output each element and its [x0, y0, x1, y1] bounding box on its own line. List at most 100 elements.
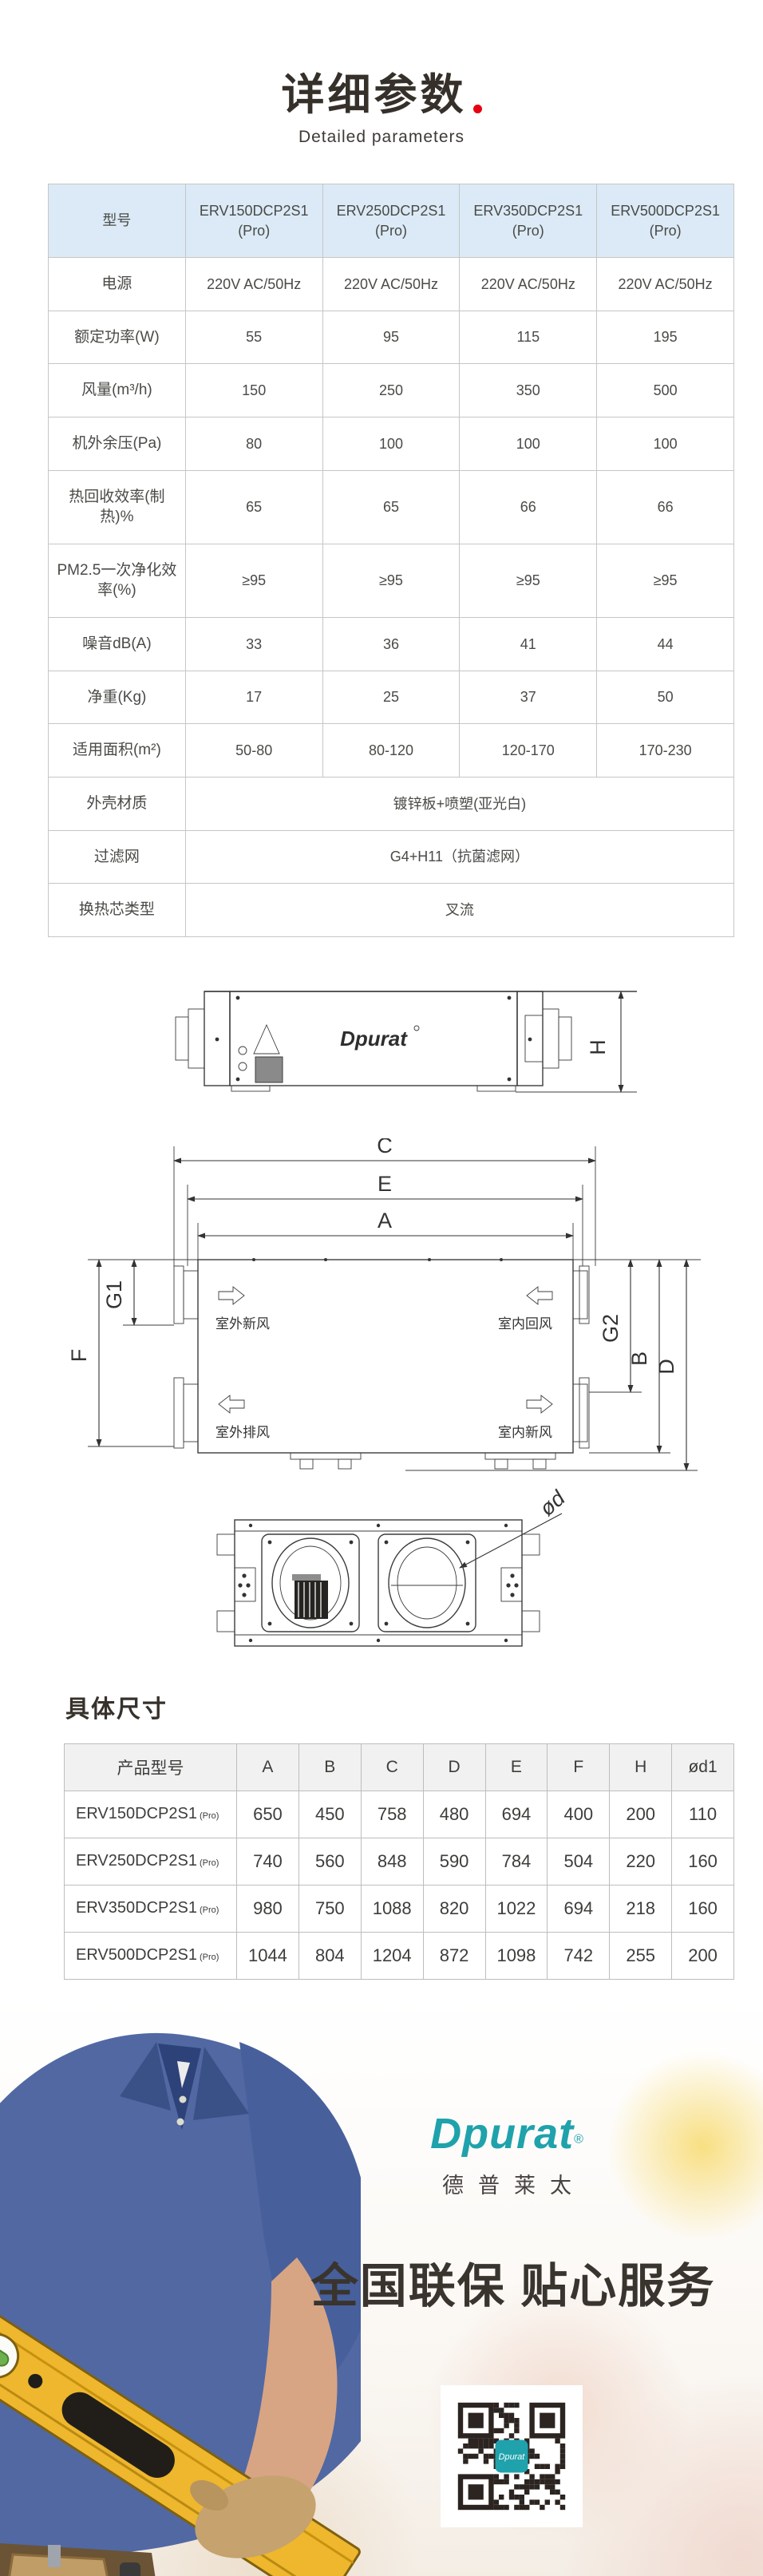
dims-value: 110: [671, 1790, 734, 1838]
dims-header: D: [422, 1743, 486, 1791]
dim-label-g1: G1: [102, 1280, 126, 1309]
dims-header: E: [484, 1743, 548, 1791]
dims-value: 820: [422, 1884, 486, 1933]
dim-label-od: ød: [535, 1486, 570, 1521]
dim-label-d: D: [654, 1359, 678, 1375]
dim-label-e: E: [378, 1172, 392, 1196]
spec-row: 外壳材质镀锌板+喷塑(亚光白): [48, 777, 735, 831]
dim-label-c: C: [377, 1138, 393, 1157]
dims-header: F: [547, 1743, 611, 1791]
spec-value: 220V AC/50Hz: [596, 257, 734, 311]
dims-header: A: [236, 1743, 299, 1791]
spec-row: PM2.5一次净化效率(%)≥95≥95≥95≥95: [48, 543, 734, 619]
spec-row-label: 外壳材质: [48, 777, 186, 831]
dim-label-a: A: [378, 1209, 392, 1233]
spec-value: 50-80: [184, 723, 323, 778]
spec-value: 66: [459, 469, 598, 544]
spec-value: 65: [322, 469, 461, 544]
spec-row-label: 风量(m³/h): [48, 363, 186, 417]
dims-model: ERV250DCP2S1 (Pro): [64, 1837, 237, 1886]
spec-value: 17: [184, 670, 323, 725]
spec-value: 250: [322, 363, 461, 417]
spec-value: 115: [459, 310, 598, 365]
spec-row-label: 电源: [48, 257, 186, 311]
spec-value: 150: [184, 363, 323, 417]
dims-value: 200: [671, 1931, 734, 1980]
spec-value: 50: [596, 670, 734, 725]
dims-value: 694: [547, 1884, 611, 1933]
dim-label-b: B: [627, 1351, 651, 1366]
spec-value: 36: [322, 617, 461, 671]
spec-row-label: 适用面积(m²): [48, 723, 186, 778]
spec-value: 55: [184, 310, 323, 365]
drawing-logo-text: Dpurat: [340, 1027, 408, 1051]
spec-value: 195: [596, 310, 734, 365]
dims-value: 848: [360, 1837, 424, 1886]
dims-value: 650: [236, 1790, 299, 1838]
fan-triangle-mark: [253, 1023, 280, 1055]
dims-value: 480: [422, 1790, 486, 1838]
dims-value: 504: [547, 1837, 611, 1886]
dims-value: 450: [298, 1790, 362, 1838]
service-slogan: 全国联保 贴心服务: [310, 2259, 716, 2313]
spec-row-label: 净重(Kg): [48, 670, 186, 725]
spec-header-label: 型号: [48, 184, 186, 258]
dim-label-g2: G2: [599, 1314, 623, 1343]
drawing-end-view: ød: [216, 1486, 570, 1647]
flow-arrow-top-left: [218, 1286, 245, 1305]
spec-value: ≥95: [322, 543, 461, 619]
spec-value: ≥95: [596, 543, 734, 619]
spec-value: 500: [596, 363, 734, 417]
dims-model: ERV150DCP2S1 (Pro): [64, 1790, 237, 1838]
dims-value: 200: [609, 1790, 673, 1838]
header: 详细参数 Detailed parameters: [0, 0, 763, 147]
spec-value: 66: [596, 469, 734, 544]
dims-header: ød1: [671, 1743, 734, 1791]
dims-value: 590: [422, 1837, 486, 1886]
spec-row-label: 过滤网: [48, 829, 186, 884]
spec-span-value: G4+H11（抗菌滤网）: [184, 829, 735, 884]
spec-row-label: 额定功率(W): [48, 310, 186, 365]
drawing-side-view: Dpurat H: [175, 990, 637, 1093]
spec-row-label: PM2.5一次净化效率(%): [48, 543, 186, 619]
dims-value: 160: [671, 1837, 734, 1886]
dims-value: 400: [547, 1790, 611, 1838]
brand-logo: Dpurat: [430, 2109, 575, 2158]
spec-value: 220V AC/50Hz: [322, 257, 461, 311]
spec-model-header: ERV350DCP2S1 (Pro): [459, 184, 598, 258]
spec-value: 100: [322, 416, 461, 471]
port-circle-left: [271, 1537, 350, 1628]
spec-value: 220V AC/50Hz: [184, 257, 323, 311]
flow-arrow-top-right: [526, 1286, 553, 1305]
spec-model-header: ERV250DCP2S1 (Pro): [322, 184, 461, 258]
dims-value: 758: [360, 1790, 424, 1838]
undershirt: [177, 2060, 190, 2088]
spec-value: 95: [322, 310, 461, 365]
spec-value: 170-230: [596, 723, 734, 778]
flow-label-top-left: 室外新风: [215, 1316, 270, 1332]
dims-value: 872: [422, 1931, 486, 1980]
drawing-plan-view: C E A F G1 G2 B D: [67, 1138, 701, 1471]
dims-value: 160: [671, 1884, 734, 1933]
dims-value: 255: [609, 1931, 673, 1980]
dims-value: 1204: [360, 1931, 424, 1980]
dims-header: 产品型号: [64, 1743, 237, 1791]
spec-value: 350: [459, 363, 598, 417]
spec-span-value: 叉流: [184, 883, 735, 937]
spec-row-label: 热回收效率(制热)%: [48, 469, 186, 544]
spec-value: 65: [184, 469, 323, 544]
dims-value: 220: [609, 1837, 673, 1886]
dims-header: C: [360, 1743, 424, 1791]
dims-value: 784: [484, 1837, 548, 1886]
od-leader-line: [459, 1513, 563, 1569]
